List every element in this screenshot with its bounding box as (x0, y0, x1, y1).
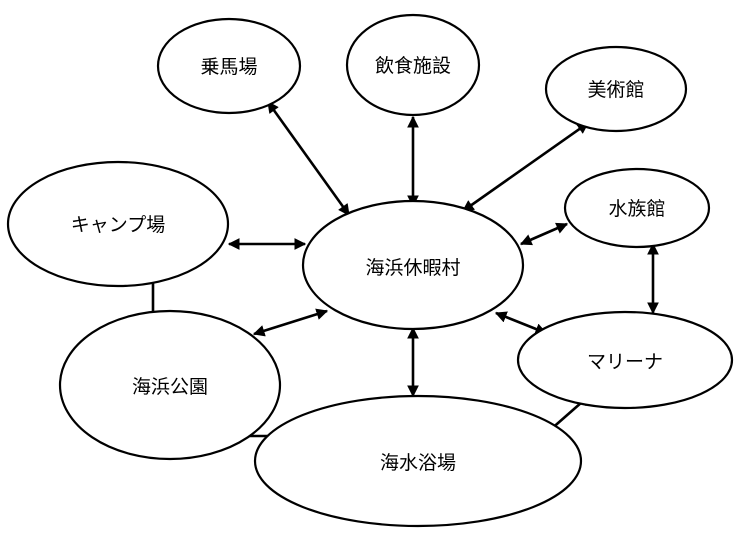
node-marina: マリーナ (516, 310, 734, 410)
arrow-center-aquarium (519, 222, 569, 246)
node-horse-riding-label: 乗馬場 (200, 56, 257, 78)
arrow-center-horse-riding (266, 101, 351, 216)
node-marina-label: マリーナ (587, 351, 663, 373)
node-horse-riding: 乗馬場 (156, 17, 302, 115)
node-center-label: 海浜休暇村 (365, 257, 460, 279)
node-camp-label: キャンプ場 (71, 214, 165, 236)
arrow-center-art-museum (462, 121, 589, 213)
node-seaside-park: 海浜公園 (58, 309, 282, 461)
node-restaurants: 飲食施設 (345, 13, 481, 117)
node-camp: キャンプ場 (6, 160, 230, 288)
arrow-center-seaside-park (252, 308, 329, 337)
node-restaurants-label: 飲食施設 (375, 55, 451, 77)
node-aquarium: 水族館 (563, 167, 711, 249)
node-center: 海浜休暇村 (301, 199, 525, 331)
node-beach-label: 海水浴場 (380, 452, 456, 474)
node-aquarium-label: 水族館 (608, 198, 665, 220)
arrow-center-marina (494, 311, 548, 335)
node-art-museum-label: 美術館 (587, 79, 644, 101)
node-seaside-park-label: 海浜公園 (132, 376, 208, 398)
node-art-museum: 美術館 (544, 45, 688, 133)
node-beach: 海水浴場 (253, 394, 583, 528)
